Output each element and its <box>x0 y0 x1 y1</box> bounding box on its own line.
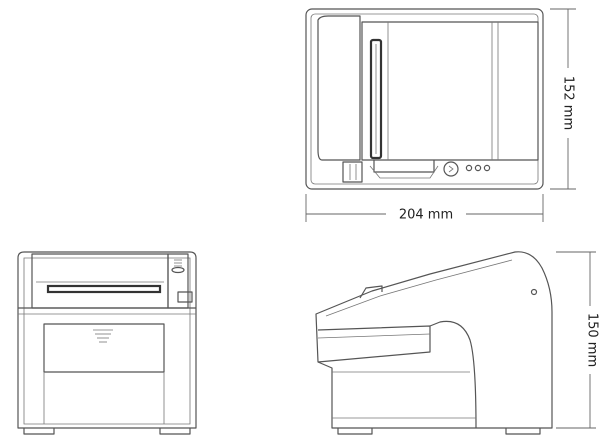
width-dimension-label: 204 mm <box>399 208 453 223</box>
top-view <box>305 8 544 190</box>
top-inner-rim <box>310 13 539 185</box>
front-cutter-lever <box>177 291 193 303</box>
front-lower-panel <box>43 323 165 373</box>
front-paper-exit <box>46 284 162 294</box>
dim-width: 204 mm <box>305 194 544 223</box>
front-vent-grille <box>93 329 113 343</box>
side-lid-seam <box>325 259 513 317</box>
side-rear-arch <box>429 320 477 429</box>
dim-depth: 152 mm <box>550 8 576 190</box>
front-outline <box>17 251 197 429</box>
top-led-3 <box>483 164 491 172</box>
top-left-housing <box>317 15 361 161</box>
top-cutter-lever <box>342 161 363 183</box>
top-front-tray <box>373 160 435 173</box>
power-icon <box>448 165 454 173</box>
side-front-step <box>317 325 431 363</box>
front-power-button <box>171 266 185 274</box>
front-top-block <box>31 253 169 309</box>
top-paper-slot <box>369 38 383 160</box>
top-led-1 <box>465 164 473 172</box>
height-dimension-label: 150 mm <box>585 313 600 367</box>
side-lid-tab <box>359 285 383 299</box>
depth-dimension-label: 152 mm <box>561 76 576 130</box>
front-view <box>17 251 197 435</box>
top-outline <box>305 8 544 190</box>
top-power-button <box>443 161 459 177</box>
side-outline <box>315 251 553 429</box>
dim-height: 150 mm <box>556 251 600 429</box>
top-lid <box>361 21 539 161</box>
side-indicator <box>530 288 538 296</box>
side-foot-front <box>337 428 373 435</box>
front-foot-right <box>159 428 191 435</box>
top-led-2 <box>474 164 482 172</box>
front-side-column <box>167 253 189 309</box>
side-view <box>315 251 553 435</box>
side-foot-rear <box>505 428 541 435</box>
front-foot-left <box>23 428 55 435</box>
